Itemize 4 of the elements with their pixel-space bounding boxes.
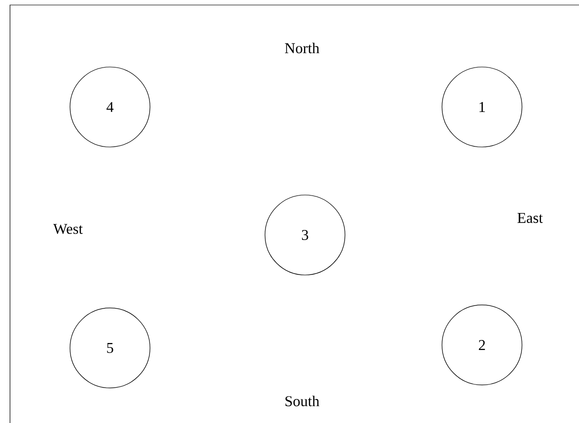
- direction-label: South: [286, 396, 320, 406]
- direction-label: West: [53, 224, 83, 234]
- direction-label: North: [284, 42, 320, 54]
- direction-label: East: [518, 213, 543, 223]
